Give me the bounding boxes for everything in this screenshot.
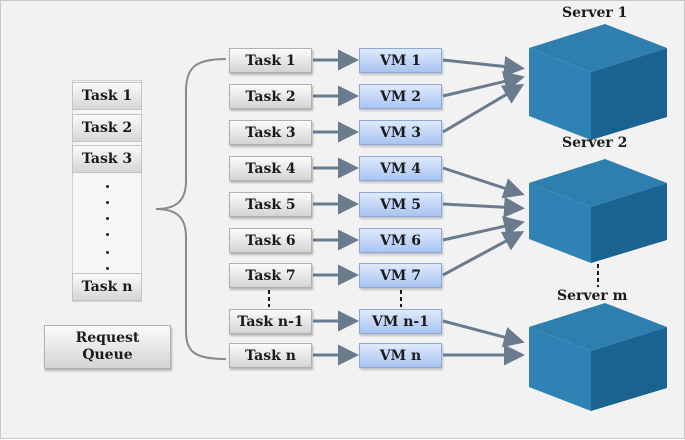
vm-box-1: VM 1 [359,48,442,73]
queue-ellipsis-dot [106,201,109,204]
queue-item-task-1: Task 1 [72,82,142,110]
request-queue-label: Request Queue [44,325,171,369]
queue-ellipsis-dot [106,251,109,254]
server-m-label: Server m [557,288,628,304]
task-box-5: Task 5 [229,192,312,217]
arrow-vmn1-serverm [442,319,525,348]
task-box-1: Task 1 [229,48,312,73]
vm-box-n: VM n [359,343,442,368]
arrow-vm1-server1 [442,55,525,77]
server-2-cube [529,159,667,263]
arrow-vm5-server2 [442,196,525,218]
vm-box-2: VM 2 [359,84,442,109]
server-m-cube [529,303,667,411]
arrow-vm7-server2 [442,231,525,277]
queue-item-task-n: Task n [72,273,142,301]
queue-ellipsis-dot [106,185,109,188]
task-vm-arrows [313,49,359,366]
vm-box-3: VM 3 [359,120,442,145]
server-1-label: Server 1 [562,5,628,21]
vm-box-5: VM 5 [359,192,442,217]
vm-box-7: VM 7 [359,263,442,288]
task-box-3: Task 3 [229,120,312,145]
request-queue-label-line1: Request [75,330,140,346]
arrow-vm2-server1 [442,71,525,98]
queue-ellipsis-dot [106,217,109,220]
queue-ellipsis-dot [106,233,109,236]
task-box-7: Task 7 [229,263,312,288]
task-box-n: Task n [229,343,312,368]
task-box-n-1: Task n-1 [229,309,312,334]
arrow-vm4-server2 [442,166,525,199]
server-1-cube [529,24,667,140]
grouping-brace [155,58,227,360]
task-box-2: Task 2 [229,84,312,109]
queue-item-task-3: Task 3 [72,145,142,173]
task-box-6: Task 6 [229,228,312,253]
vm-box-6: VM 6 [359,228,442,253]
vm-box-n-1: VM n-1 [359,309,442,334]
queue-item-task-2: Task 2 [72,114,142,142]
task-box-4: Task 4 [229,156,312,181]
server-2-label: Server 2 [562,135,628,151]
request-queue-label-line2: Queue [82,347,133,363]
vm-server-arrows [442,55,525,366]
vm-box-4: VM 4 [359,156,442,181]
arrow-vm3-server1 [442,83,525,134]
arrow-vm6-server2 [442,216,525,242]
queue-ellipsis-dot [106,267,109,270]
